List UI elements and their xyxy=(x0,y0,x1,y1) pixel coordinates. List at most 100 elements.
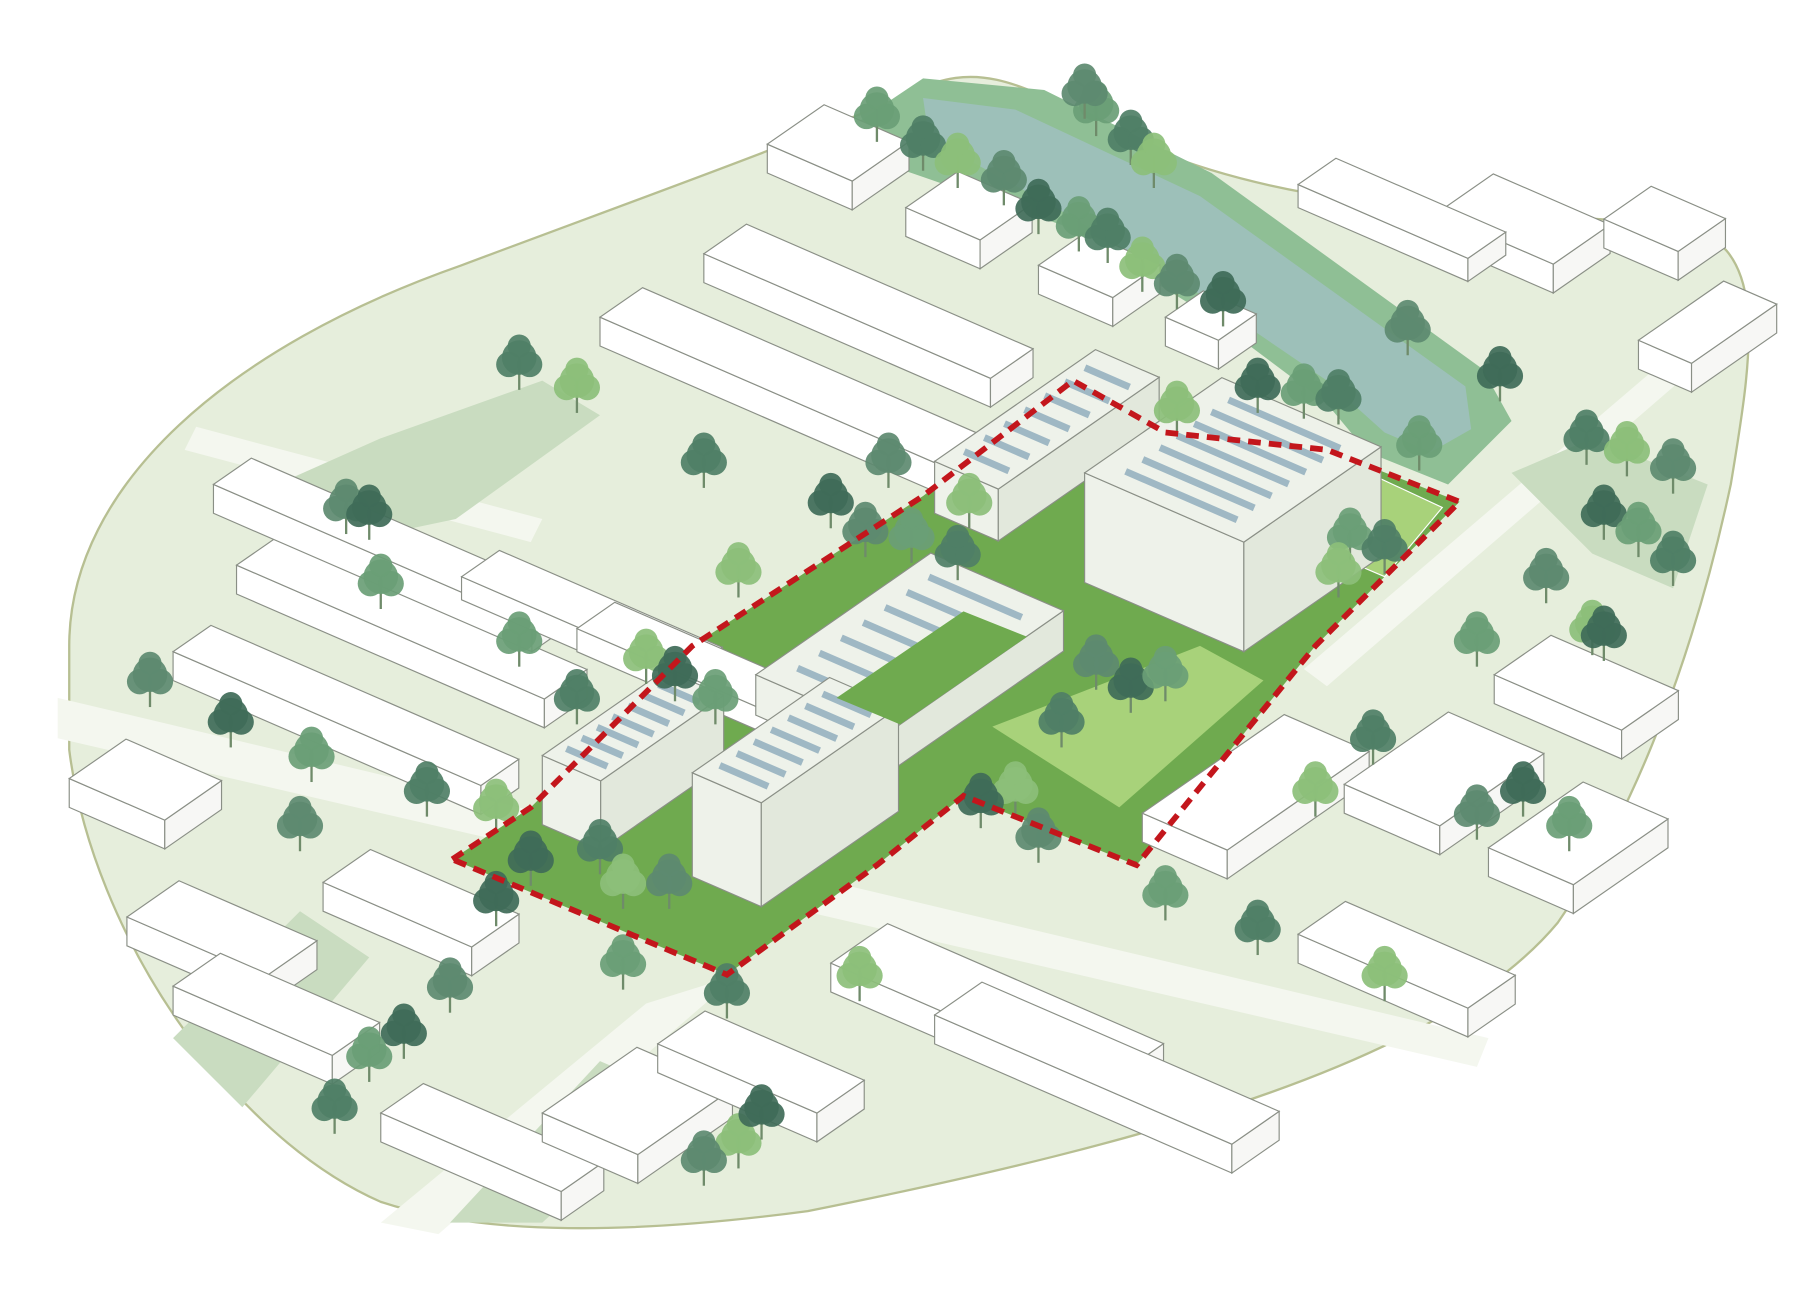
tree-canopy xyxy=(1036,196,1062,222)
tree-canopy xyxy=(323,495,349,522)
tree-canopy xyxy=(1615,519,1641,545)
tree-canopy xyxy=(1073,651,1099,678)
tree-canopy xyxy=(1361,536,1387,562)
tree-canopy xyxy=(493,888,520,914)
tree-canopy xyxy=(911,115,935,139)
tree-canopy xyxy=(715,559,741,585)
tree xyxy=(276,795,324,852)
tree-canopy xyxy=(865,449,891,476)
new-building xyxy=(691,676,900,908)
tree xyxy=(1546,795,1593,852)
tree-canopy xyxy=(366,1043,393,1070)
tree xyxy=(288,726,335,783)
tree-canopy xyxy=(1563,426,1589,453)
tree-canopy xyxy=(1174,271,1200,297)
tree-canopy xyxy=(1520,778,1547,804)
solar-panel xyxy=(595,724,640,749)
tree-canopy xyxy=(1534,547,1558,571)
tree xyxy=(207,692,254,748)
tree-canopy xyxy=(955,149,981,176)
tree-canopy xyxy=(1163,882,1189,908)
building-roof xyxy=(321,848,521,948)
tree xyxy=(507,830,554,886)
tree-canopy xyxy=(369,553,393,577)
building-roof xyxy=(702,223,1035,379)
tree-canopy xyxy=(1313,778,1339,804)
tree-canopy xyxy=(1661,530,1685,554)
tree-canopy xyxy=(366,501,393,528)
tree xyxy=(1396,415,1443,471)
tree-canopy xyxy=(663,645,687,669)
tree xyxy=(680,432,727,488)
tree xyxy=(680,1130,727,1186)
tree-canopy xyxy=(1488,346,1512,370)
tree xyxy=(600,934,647,990)
tree-canopy xyxy=(288,795,312,819)
tree-canopy xyxy=(955,542,981,568)
tree xyxy=(1361,945,1408,1002)
tree xyxy=(126,651,174,708)
tree xyxy=(1061,63,1108,119)
solar-panel xyxy=(962,448,1011,475)
solar-panel xyxy=(752,738,804,766)
tree xyxy=(1453,784,1500,840)
tree-canopy xyxy=(1280,380,1307,407)
tree xyxy=(1326,507,1374,563)
tree xyxy=(1603,421,1650,477)
existing-building xyxy=(68,738,223,851)
tree xyxy=(946,472,993,529)
tree xyxy=(1361,519,1408,575)
tree-canopy xyxy=(1107,674,1134,701)
tree-canopy xyxy=(1601,501,1627,528)
building-roof xyxy=(68,738,223,821)
tree-canopy xyxy=(1373,945,1397,969)
tree-canopy xyxy=(1373,519,1397,543)
tree xyxy=(807,472,854,529)
tree xyxy=(357,553,404,610)
tree-canopy xyxy=(1474,801,1500,828)
site-boundary xyxy=(446,377,1465,978)
tree xyxy=(1650,438,1697,494)
tree-canopy xyxy=(1003,761,1027,785)
tree-canopy xyxy=(403,778,430,804)
tree xyxy=(380,1003,427,1059)
tree-canopy xyxy=(703,980,730,1006)
tree-canopy xyxy=(946,132,970,156)
tree-canopy xyxy=(1211,271,1235,295)
tree xyxy=(1073,634,1120,690)
tree xyxy=(346,484,393,540)
tree-canopy xyxy=(346,501,372,528)
tree-canopy xyxy=(519,830,543,854)
tree xyxy=(1315,369,1362,425)
new-building xyxy=(1083,376,1383,653)
tree-canopy xyxy=(934,542,960,568)
tree-canopy xyxy=(874,103,900,130)
existing-building xyxy=(235,534,589,729)
tree-canopy xyxy=(1093,651,1120,678)
solar-panel xyxy=(1141,456,1256,512)
tree xyxy=(865,432,912,488)
tree xyxy=(1580,605,1627,661)
tree xyxy=(1315,542,1362,598)
tree-canopy xyxy=(1624,438,1650,464)
tree-canopy xyxy=(680,1147,707,1174)
tree-canopy xyxy=(426,974,453,1001)
tree-canopy xyxy=(611,853,635,877)
tree xyxy=(853,86,900,142)
solar-panel xyxy=(1158,444,1273,500)
tree xyxy=(715,542,762,598)
tree-canopy xyxy=(473,795,499,822)
tree-canopy xyxy=(1119,253,1145,280)
building-roof xyxy=(171,952,381,1057)
tree xyxy=(703,963,750,1019)
tree-canopy xyxy=(1326,542,1350,566)
tree-canopy xyxy=(1626,501,1650,525)
tree-canopy xyxy=(528,847,554,874)
tree-canopy xyxy=(865,86,889,110)
tree-canopy xyxy=(1636,519,1662,545)
tree xyxy=(836,945,883,1002)
tree-canopy xyxy=(623,645,649,672)
tree-canopy xyxy=(1575,409,1599,433)
solar-panel xyxy=(718,762,770,790)
solar-panel xyxy=(641,692,686,717)
